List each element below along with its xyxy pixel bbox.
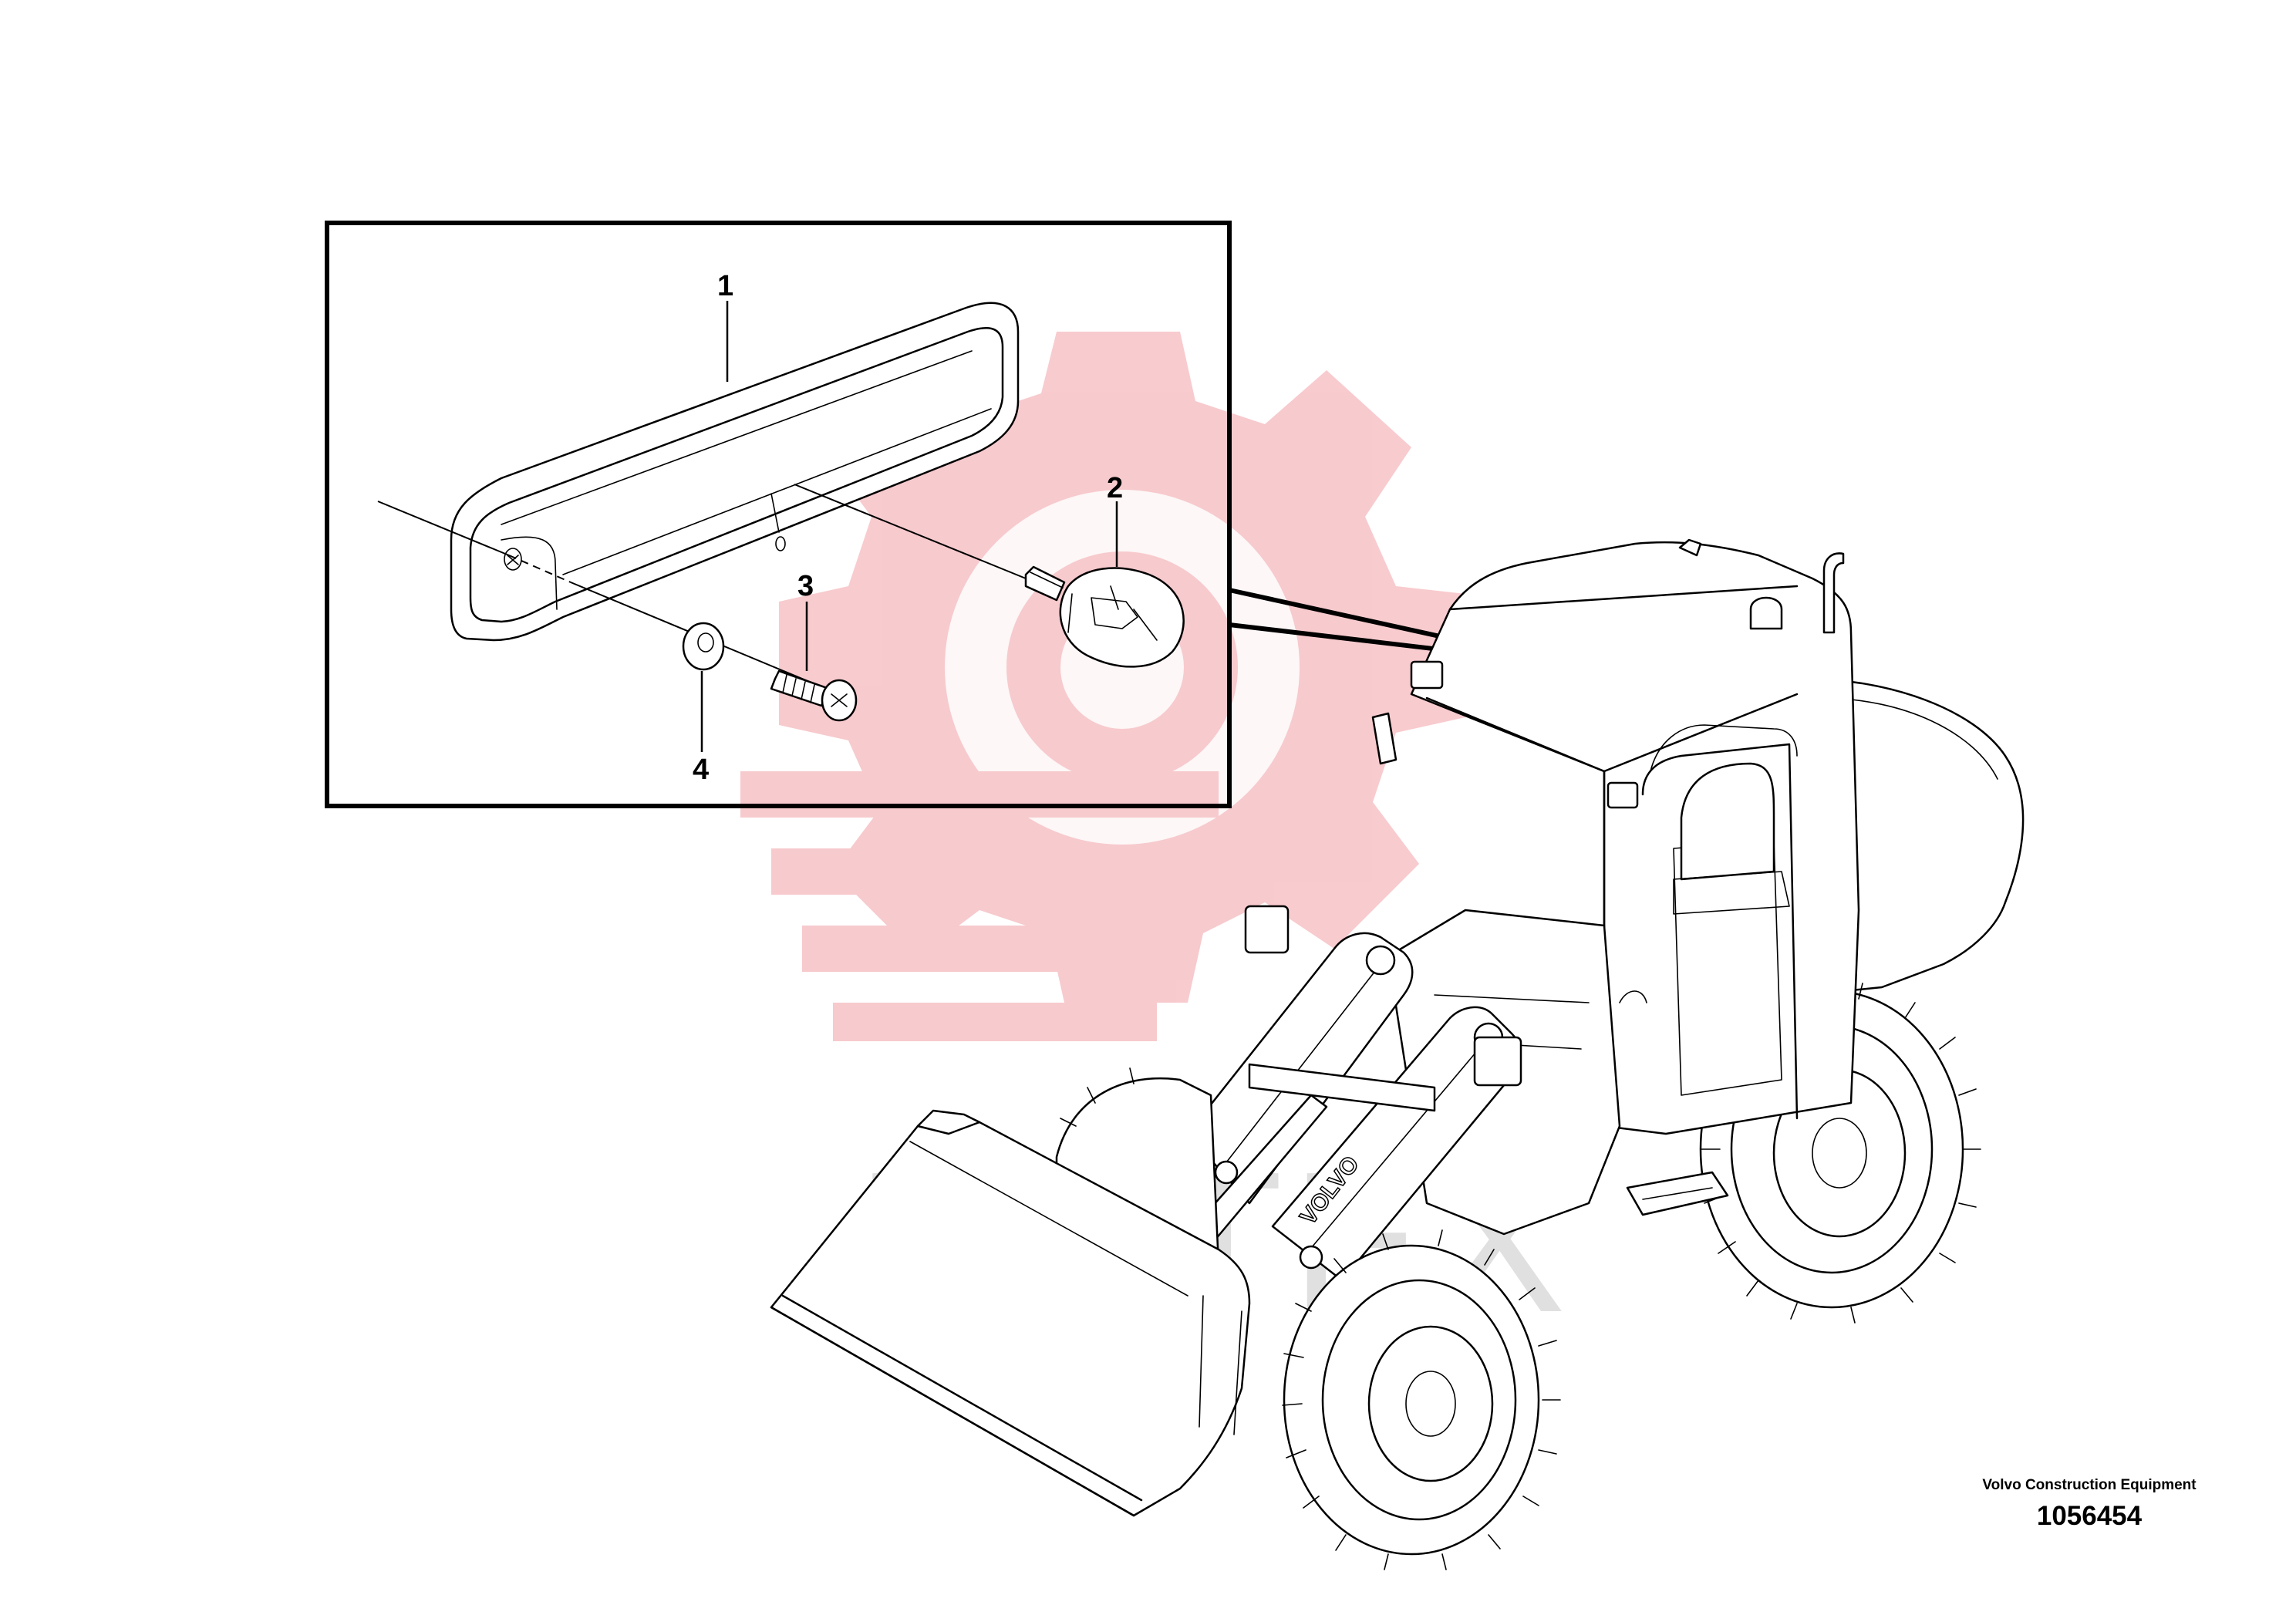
bulb-axis [794,484,1027,579]
loader-arms [1186,932,1522,1282]
washer-part-4 [682,622,725,671]
side-work-light [1607,781,1639,809]
bulb-part-2 [1024,565,1185,668]
callout-3: 3 [797,570,814,602]
front-work-light [1410,660,1444,690]
beacon [1749,596,1783,630]
document-caption: Volvo Construction Equipment 1056454 [1974,1475,2205,1533]
lamp-housing-part-1 [450,302,1020,642]
wheel-loader-illustration: VOLVO [770,538,2025,1570]
exhaust-pipe [1822,552,1845,634]
callout-2: 2 [1107,472,1123,504]
callout-1: 1 [717,270,733,302]
front-headlight-right [1473,1036,1522,1087]
screw-part-3 [770,669,858,722]
company-name: Volvo Construction Equipment [1982,1477,2197,1493]
assembly-axis [377,501,510,556]
front-headlight-left [1244,905,1290,954]
callout-4: 4 [693,754,709,786]
loader-bucket [770,1109,1251,1517]
detail-frame [325,221,1232,808]
document-number: 1056454 [2036,1501,2143,1531]
front-right-wheel [1282,1229,1561,1570]
operator-seat [1680,762,1775,881]
operator-cab [1371,538,1860,1216]
